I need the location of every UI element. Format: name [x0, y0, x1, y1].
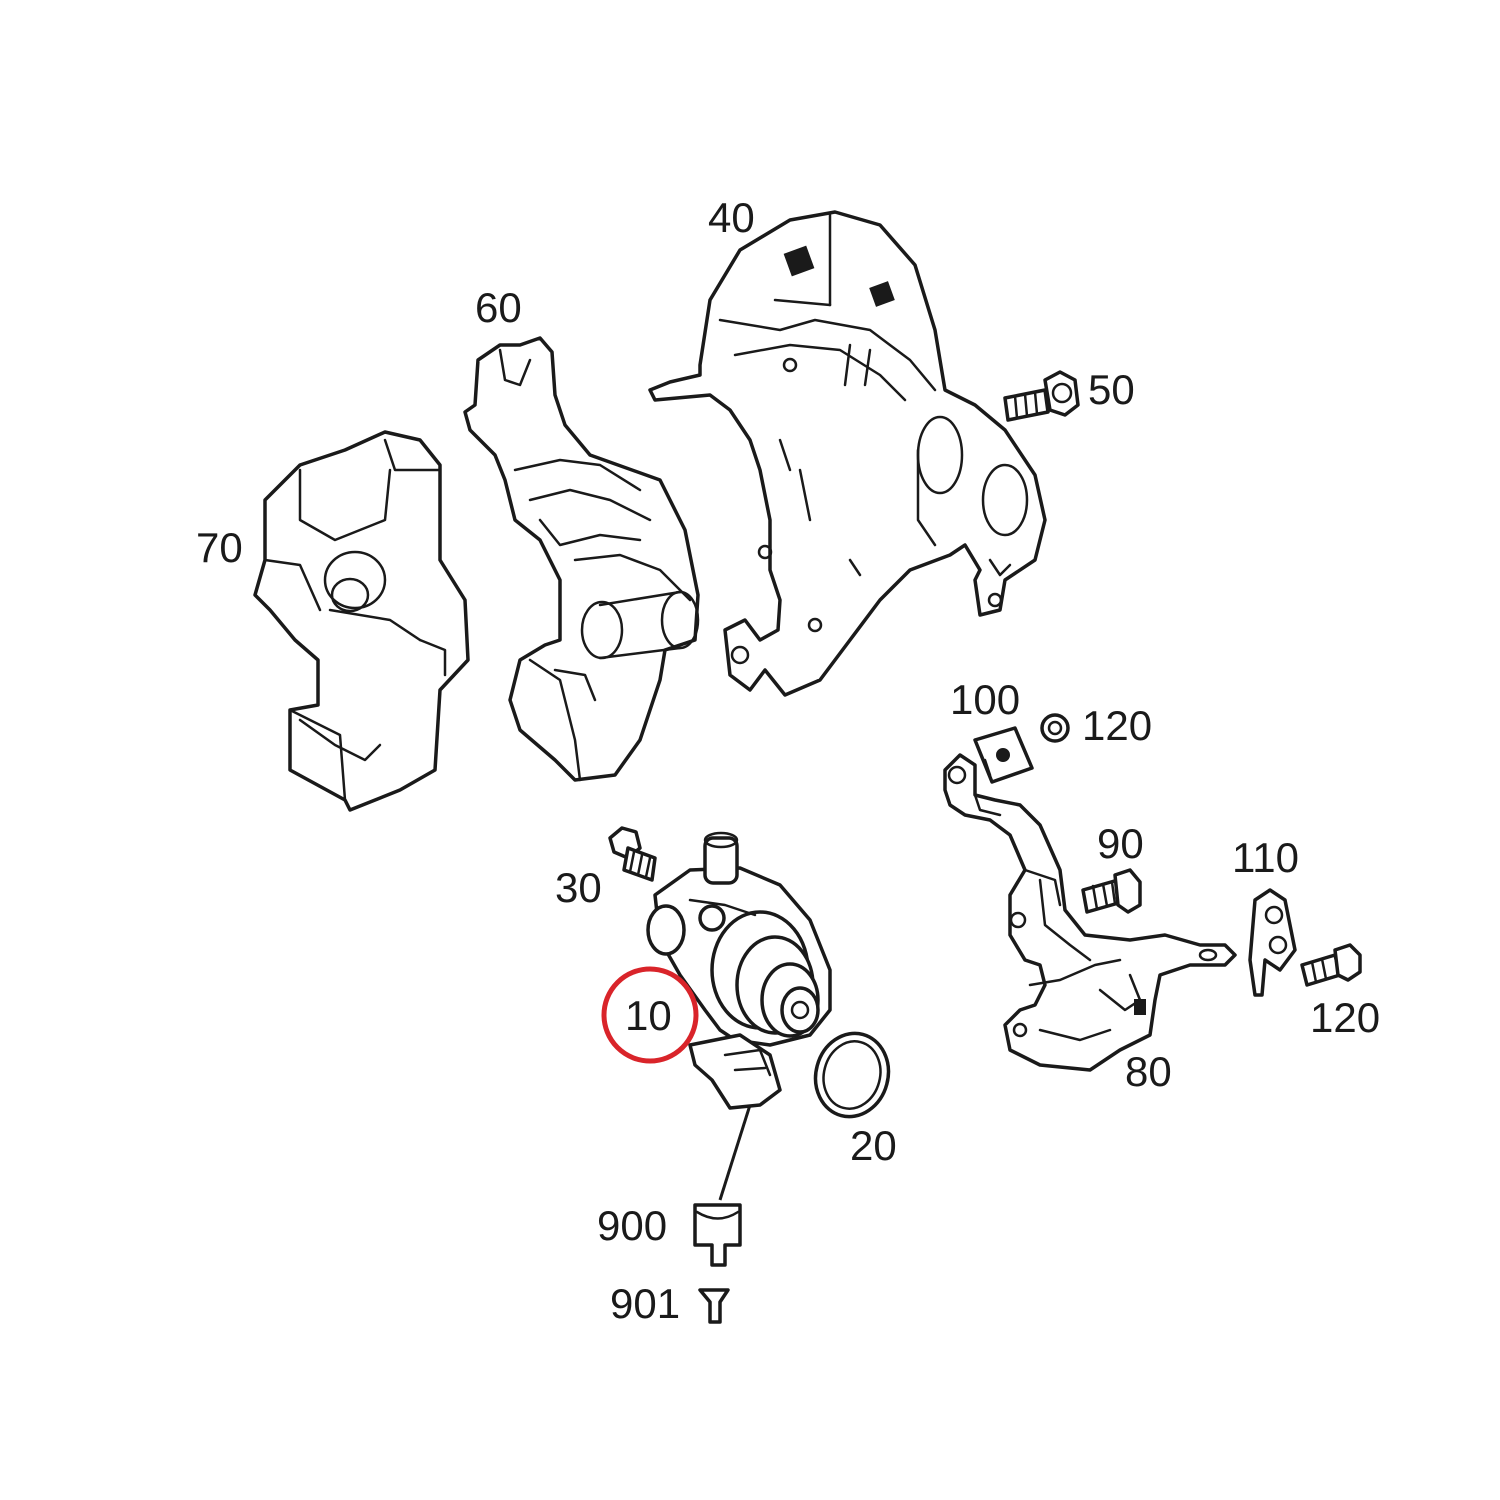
part-80-bracket[interactable]	[943, 753, 1237, 1072]
label-120-top[interactable]: 120	[1082, 702, 1152, 749]
label-110[interactable]: 110	[1232, 834, 1299, 881]
part-100-nut[interactable]	[973, 726, 1034, 784]
label-100[interactable]: 100	[950, 676, 1020, 723]
part-70-cover[interactable]	[253, 430, 470, 812]
label-20[interactable]: 20	[850, 1122, 897, 1169]
part-120-bolt-bottom[interactable]	[1300, 943, 1362, 987]
label-60[interactable]: 60	[475, 284, 522, 331]
label-900[interactable]: 900	[597, 1202, 667, 1249]
label-70[interactable]: 70	[196, 524, 243, 571]
label-50[interactable]: 50	[1088, 366, 1135, 413]
label-90[interactable]: 90	[1097, 820, 1144, 867]
part-60-cover[interactable]	[463, 336, 700, 782]
part-10-fuel-pump[interactable]	[646, 831, 832, 1201]
label-901[interactable]: 901	[610, 1280, 680, 1327]
part-110-clip[interactable]	[1248, 888, 1297, 997]
highlight-circle	[601, 966, 699, 1064]
part-120-nut-top[interactable]	[1040, 713, 1070, 743]
part-90-bolt[interactable]	[1081, 868, 1142, 914]
label-30[interactable]: 30	[555, 864, 602, 911]
part-50-bolt[interactable]	[1003, 370, 1080, 422]
part-20-o-ring[interactable]	[806, 1025, 897, 1125]
label-40[interactable]: 40	[708, 194, 755, 241]
part-40-bracket[interactable]	[648, 210, 1047, 697]
part-30-bolt[interactable]	[608, 826, 657, 882]
label-10[interactable]: 10	[625, 992, 672, 1039]
part-901-pin[interactable]	[698, 1288, 730, 1324]
part-900-connector[interactable]	[693, 1203, 742, 1267]
label-120-bottom[interactable]: 120	[1310, 994, 1380, 1041]
label-80[interactable]: 80	[1125, 1048, 1172, 1095]
